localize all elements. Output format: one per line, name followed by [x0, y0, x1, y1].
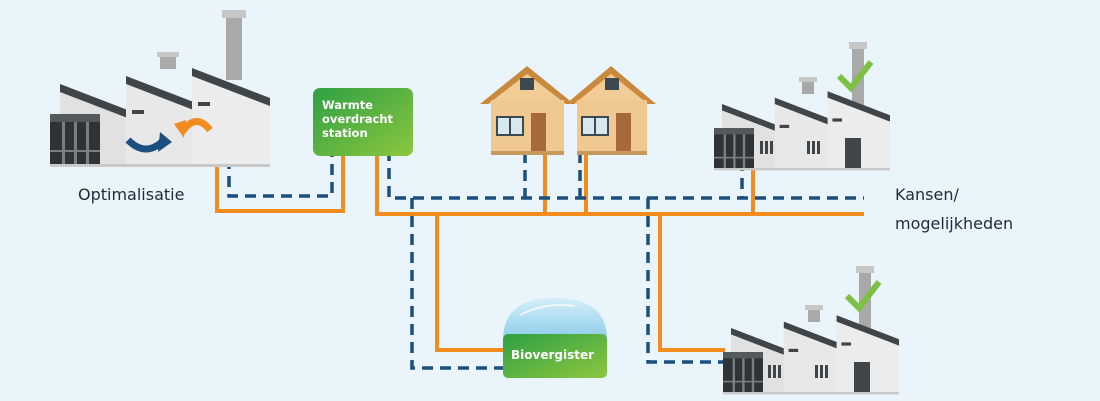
station-label-line-1: Warmte — [322, 98, 373, 112]
factory-kansen-top — [714, 42, 890, 171]
station-label: Warmte overdracht station — [322, 98, 393, 140]
biodigester-label: Biovergister — [511, 348, 595, 362]
factory-optimalisatie — [50, 10, 270, 167]
biodigester — [503, 298, 607, 378]
station-label-line-2: overdracht — [322, 112, 394, 126]
house-2 — [566, 66, 656, 155]
check-icon — [836, 60, 874, 93]
check-icon — [844, 280, 882, 313]
biodigester-box — [503, 334, 607, 378]
factory-kansen-bottom — [723, 266, 899, 395]
label-kansen: Kansen/ — [895, 185, 959, 204]
chimney — [226, 14, 242, 80]
heat-supply-pipes — [215, 140, 864, 352]
house-1 — [480, 66, 574, 155]
label-optimalisatie: Optimalisatie — [78, 185, 185, 204]
heat-transfer-station-box — [313, 88, 413, 156]
label-mogelijkheden: mogelijkheden — [895, 214, 1014, 233]
station-label-line-3: station — [322, 126, 368, 140]
